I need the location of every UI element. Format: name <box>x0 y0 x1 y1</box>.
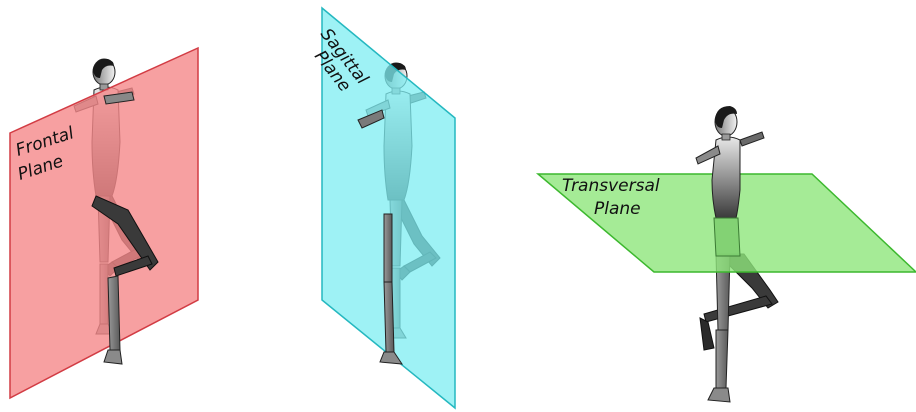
transversal-figure-lower <box>700 254 778 402</box>
frontal-plane-group: Frontal Plane <box>10 48 198 398</box>
transversal-label-line2: Plane <box>594 199 641 219</box>
transversal-label-line1: Transversal <box>562 176 660 196</box>
sagittal-plane-group: Sagittal Plane <box>310 8 455 408</box>
frontal-plane <box>10 48 198 398</box>
transversal-plane-group: Transversal Plane <box>538 106 916 402</box>
